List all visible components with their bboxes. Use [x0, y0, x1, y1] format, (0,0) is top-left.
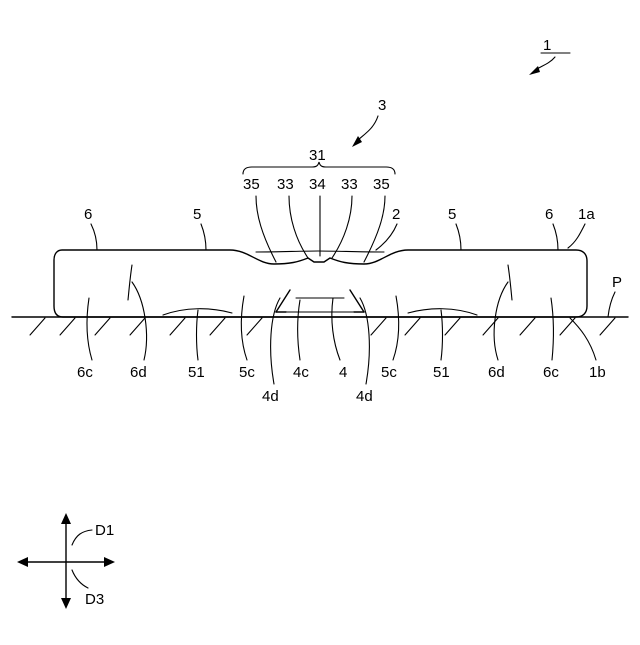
floor-surface	[12, 317, 628, 335]
direction-indicator: D1 D3	[17, 513, 115, 609]
label-6d-right: 6d	[488, 364, 505, 381]
label-6c-right: 6c	[543, 364, 559, 381]
label-1b: 1b	[589, 364, 606, 381]
label-4d-right: 4d	[356, 388, 373, 405]
central-pocket	[276, 290, 364, 312]
label-D3: D3	[85, 591, 104, 608]
label-33-left: 33	[277, 176, 294, 193]
label-6c-left: 6c	[77, 364, 93, 381]
label-51-right: 51	[433, 364, 450, 381]
label-4c: 4c	[293, 364, 309, 381]
label-34: 34	[309, 176, 326, 193]
fold-6d-left	[128, 265, 132, 300]
label-6d-left: 6d	[130, 364, 147, 381]
fold-6d-right	[508, 265, 512, 300]
label-6-right: 6	[545, 206, 553, 223]
label-P: P	[612, 274, 622, 291]
label-3: 3	[378, 97, 386, 114]
label-35-left: 35	[243, 176, 260, 193]
label-6-left: 6	[84, 206, 92, 223]
crease-51-right	[408, 309, 477, 315]
label-51-left: 51	[188, 364, 205, 381]
label-1a: 1a	[578, 206, 595, 223]
label-2: 2	[392, 206, 400, 223]
label-5-right: 5	[448, 206, 456, 223]
label-5-left: 5	[193, 206, 201, 223]
label-5c-right: 5c	[381, 364, 397, 381]
label-D1: D1	[95, 522, 114, 539]
label-1: 1	[543, 37, 551, 54]
label-35-right: 35	[373, 176, 390, 193]
label-33-right: 33	[341, 176, 358, 193]
label-4d-left: 4d	[262, 388, 279, 405]
label-31: 31	[309, 147, 326, 164]
label-4: 4	[339, 364, 347, 381]
label-5c-left: 5c	[239, 364, 255, 381]
